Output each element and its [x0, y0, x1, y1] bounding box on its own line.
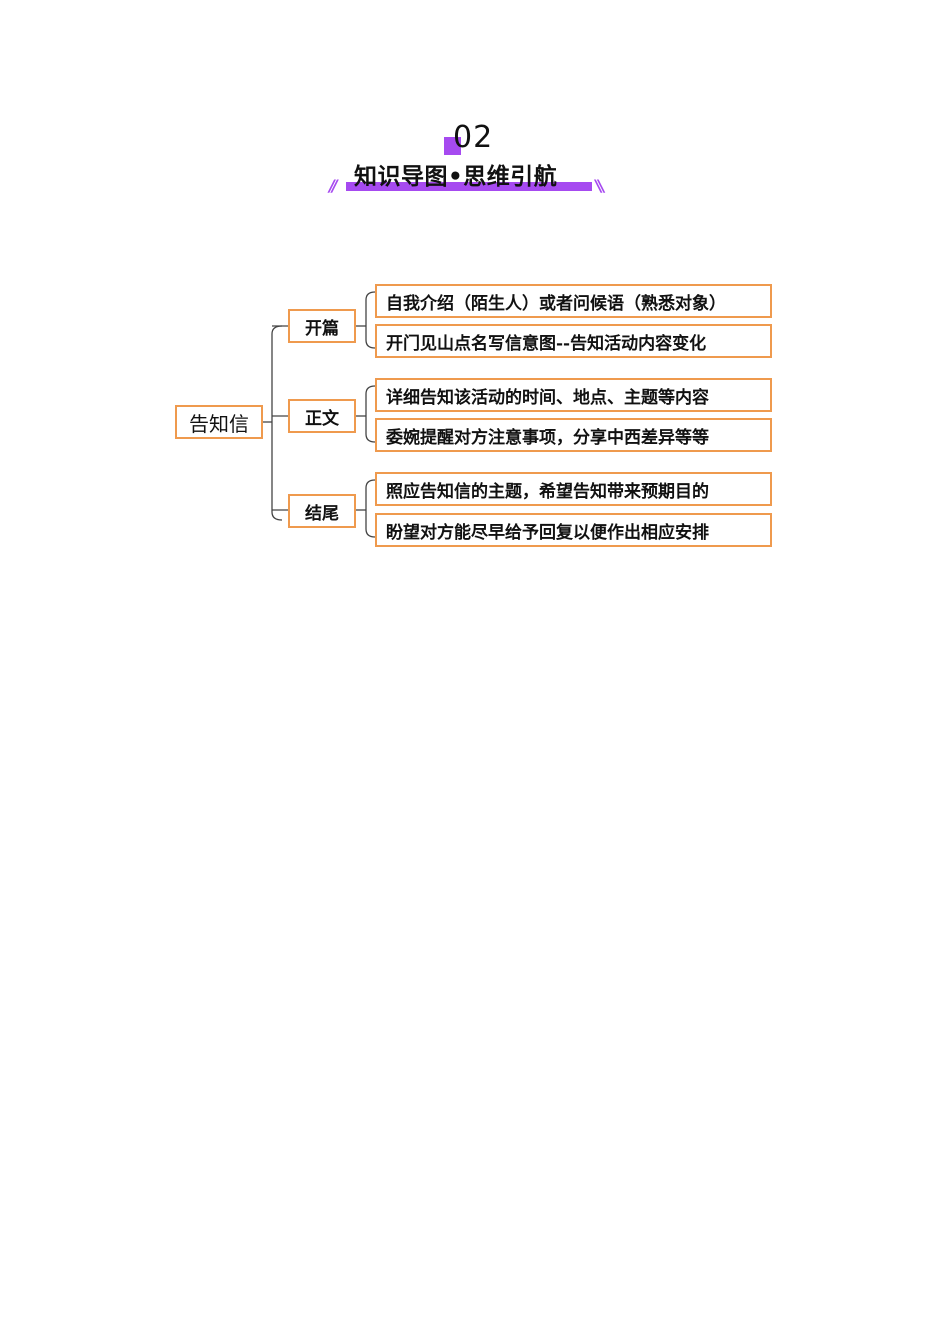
mindmap-connectors — [263, 291, 376, 538]
leaf-ending-2: 盼望对方能尽早给予回复以便作出相应安排 — [375, 513, 772, 547]
mindmap-root-node: 告知信 — [175, 405, 263, 439]
leaf-ending-1: 照应告知信的主题，希望告知带来预期目的 — [375, 472, 772, 506]
leaf-body-1: 详细告知该活动的时间、地点、主题等内容 — [375, 378, 772, 412]
section-title-underline — [346, 182, 592, 191]
leaf-body-2: 委婉提醒对方注意事项，分享中西差异等等 — [375, 418, 772, 452]
section-number-accent — [444, 137, 461, 155]
branch-opening: 开篇 — [288, 309, 356, 343]
leaf-opening-1: 自我介绍（陌生人）或者问候语（熟悉对象） — [375, 284, 772, 318]
section-number: 02 — [453, 120, 494, 155]
leaf-opening-2: 开门见山点名写信意图--告知活动内容变化 — [375, 324, 772, 358]
branch-ending: 结尾 — [288, 494, 356, 528]
section-title: 知识导图•思维引航 — [354, 164, 558, 190]
left-slash-decoration: // — [329, 176, 338, 195]
branch-body: 正文 — [288, 399, 356, 433]
